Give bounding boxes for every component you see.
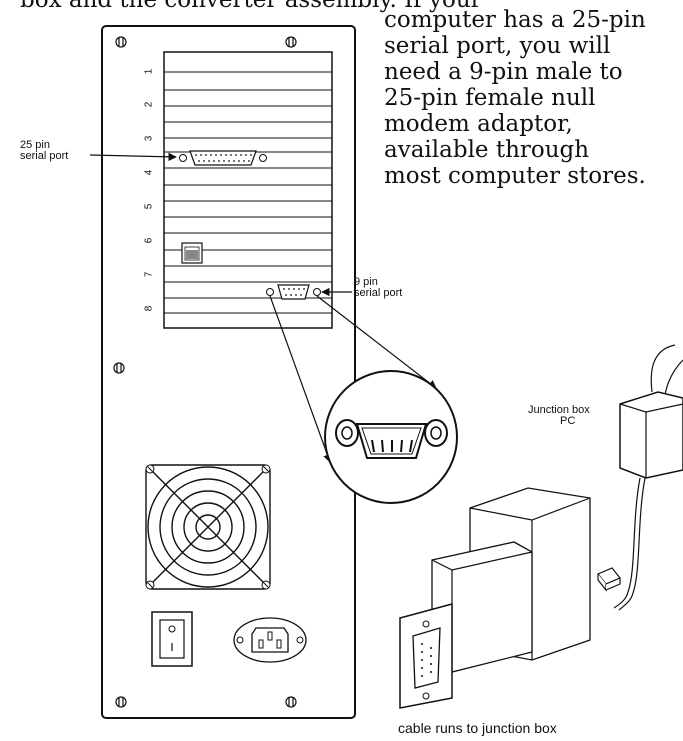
caption-cable-runs: cable runs to junction box <box>398 720 557 736</box>
screw-icon <box>261 580 271 590</box>
serial-port-25-pin <box>179 150 267 166</box>
power-switch <box>151 611 193 667</box>
zoom-line <box>269 295 332 463</box>
label-9-pin-serial-port: serial port <box>354 287 403 299</box>
null-modem-adaptor <box>399 487 591 709</box>
screw-icon <box>285 36 297 48</box>
paragraph-line: most computer stores. <box>384 163 646 189</box>
slot-number: 5 <box>143 203 155 210</box>
slot-number: 6 <box>143 237 155 244</box>
label-25-pin-serial-port: serial port <box>20 150 69 162</box>
screw-icon <box>285 696 297 708</box>
zoom-line <box>316 295 437 389</box>
paragraph-line: serial port, you will <box>384 33 611 59</box>
screw-icon <box>113 362 125 374</box>
label-9-pin: 9 pin <box>354 276 378 288</box>
screw-icon <box>115 696 127 708</box>
junction-box <box>597 344 683 611</box>
slot-number: 8 <box>143 305 155 312</box>
paragraph-line: computer has a 25-pin <box>384 7 646 33</box>
screw-icon <box>145 464 155 474</box>
arrow-25-pin <box>89 152 177 162</box>
paragraph-line: 25-pin female null <box>384 85 596 111</box>
rj-plug-icon <box>597 567 621 592</box>
paragraph-line: modem adaptor, <box>384 111 573 137</box>
intro-text-cut: box and the converter assembly. If your <box>20 0 482 13</box>
screw-icon <box>145 580 155 590</box>
label-junction-box: Junction box <box>528 404 590 416</box>
slot-number: 7 <box>143 271 155 278</box>
screw-icon <box>115 36 127 48</box>
label-25-pin: 25 pin <box>20 139 50 151</box>
paragraph-line: available through <box>384 137 590 163</box>
label-junction-box-pc: PC <box>560 415 576 427</box>
slot-number: 1 <box>143 68 155 75</box>
magnified-9-pin-connector <box>324 370 458 504</box>
slot-number: 4 <box>143 169 155 176</box>
power-inlet <box>233 617 307 663</box>
slot-number: 3 <box>143 135 155 142</box>
screw-icon <box>261 464 271 474</box>
fan-grille <box>145 464 271 590</box>
phone-jack-icon <box>181 242 203 264</box>
serial-port-9-pin <box>266 284 321 300</box>
slot-number: 2 <box>143 101 155 108</box>
slot-dividers <box>164 71 332 314</box>
paragraph-line: need a 9-pin male to <box>384 59 623 85</box>
